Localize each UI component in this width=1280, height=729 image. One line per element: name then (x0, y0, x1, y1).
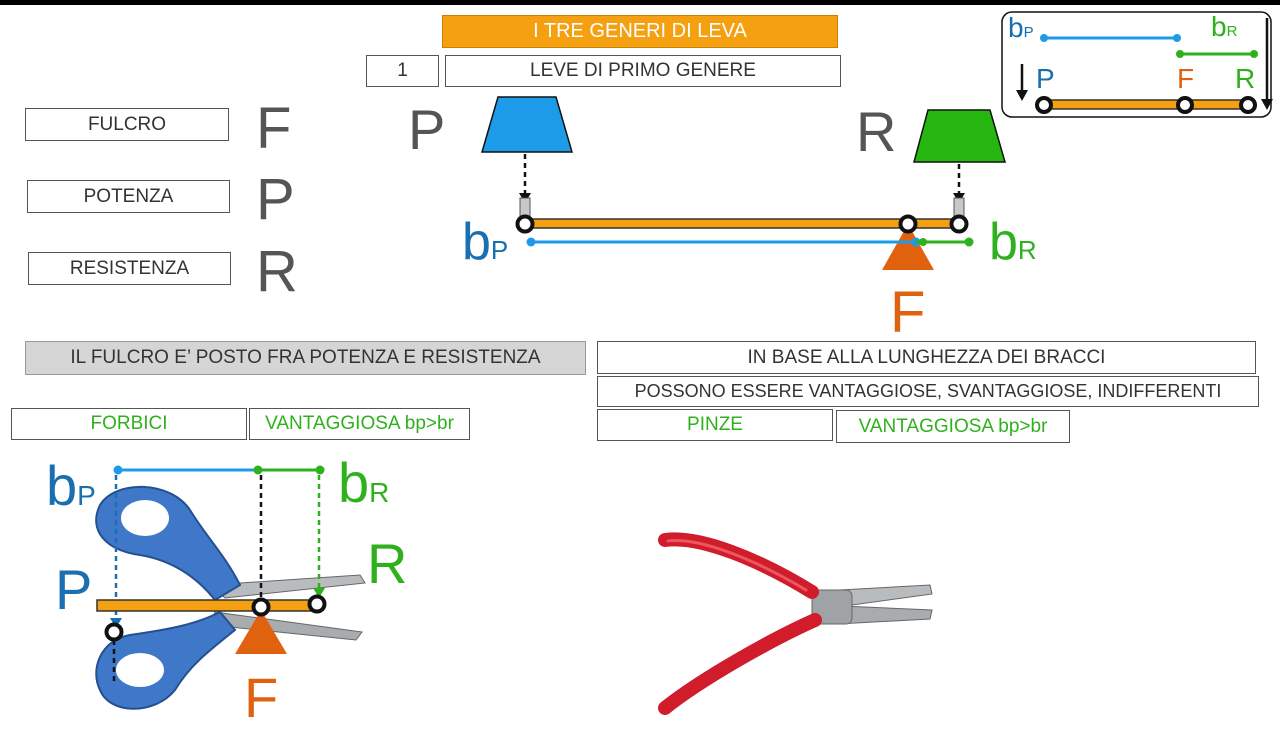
top-border (0, 0, 1280, 5)
mini-label-bp-sub: P (1023, 24, 1034, 41)
main-joint-r (949, 214, 969, 234)
scissors-label-bp-b: b (46, 454, 78, 517)
scissors-lever-bar (96, 599, 320, 612)
fulcrum-statement: IL FULCRO E’ POSTO FRA POTENZA E RESISTE… (25, 341, 586, 375)
mini-label-r: R (1235, 63, 1256, 94)
main-arm-br-start (919, 238, 927, 246)
main-label-br-sub: R (1017, 235, 1037, 265)
mini-label-bp: bP (1008, 14, 1034, 42)
legend-fulcro-symbol: F (256, 96, 292, 161)
scissors-label-bp-sub: P (77, 480, 96, 511)
mini-label-f: F (1177, 63, 1195, 94)
scissors-label-r: R (367, 532, 408, 595)
scissors-image (95, 485, 366, 710)
mini-label-br: bR (1211, 13, 1237, 41)
main-joint-p (515, 214, 535, 234)
main-label-bp: bP (462, 216, 508, 268)
main-joint-f (898, 214, 918, 234)
example-forbici-type: VANTAGGIOSA bp>br (249, 408, 470, 440)
page-title: I TRE GENERI DI LEVA (442, 15, 838, 48)
main-arm-br-dot (964, 237, 974, 247)
legend-fulcro-label: FULCRO (25, 108, 229, 141)
main-label-bp-b: b (462, 213, 491, 271)
scissors-label-p: P (55, 558, 93, 621)
mini-label-bp-b: b (1008, 12, 1024, 43)
legend-potenza-label: POTENZA (27, 180, 230, 213)
resistenza-weight (913, 109, 1006, 163)
scissors-label-bp: bP (46, 458, 96, 514)
main-label-r: R (856, 100, 897, 163)
section-subtitle: LEVE DI PRIMO GENERE (445, 55, 841, 87)
example-forbici-name: FORBICI (11, 408, 247, 440)
main-fulcrum-triangle (882, 224, 934, 270)
scissors-fulcrum-triangle (235, 610, 287, 654)
mini-label-br-b: b (1211, 11, 1227, 42)
example-pinze-name: PINZE (597, 409, 833, 441)
legend-resistenza-label: RESISTENZA (28, 252, 231, 285)
info-line-2: POSSONO ESSERE VANTAGGIOSE, SVANTAGGIOSE… (597, 376, 1259, 407)
main-label-f: F (890, 280, 926, 345)
section-number: 1 (366, 55, 439, 87)
potenza-weight (481, 96, 573, 153)
mini-lever-bar (1042, 99, 1250, 110)
main-label-p: P (408, 98, 446, 161)
main-lever-bar (521, 218, 961, 229)
mini-label-p: P (1036, 63, 1055, 94)
scissors-label-br-b: b (338, 451, 370, 514)
legend-resistenza-symbol: R (256, 239, 298, 304)
example-pinze-type: VANTAGGIOSA bp>br (836, 410, 1070, 443)
main-label-bp-sub: P (490, 235, 509, 265)
main-arm-bp-dot (526, 237, 536, 247)
legend-potenza-symbol: P (256, 167, 295, 232)
scissors-label-br-sub: R (369, 477, 390, 508)
pliers-image (658, 532, 933, 715)
scissors-label-br: bR (338, 455, 389, 511)
main-label-br-b: b (989, 213, 1018, 271)
main-label-br: bR (989, 216, 1037, 268)
mini-label-br-sub: R (1226, 23, 1238, 40)
info-line-1: IN BASE ALLA LUNGHEZZA DEI BRACCI (597, 341, 1256, 374)
scissors-label-f: F (244, 666, 279, 729)
